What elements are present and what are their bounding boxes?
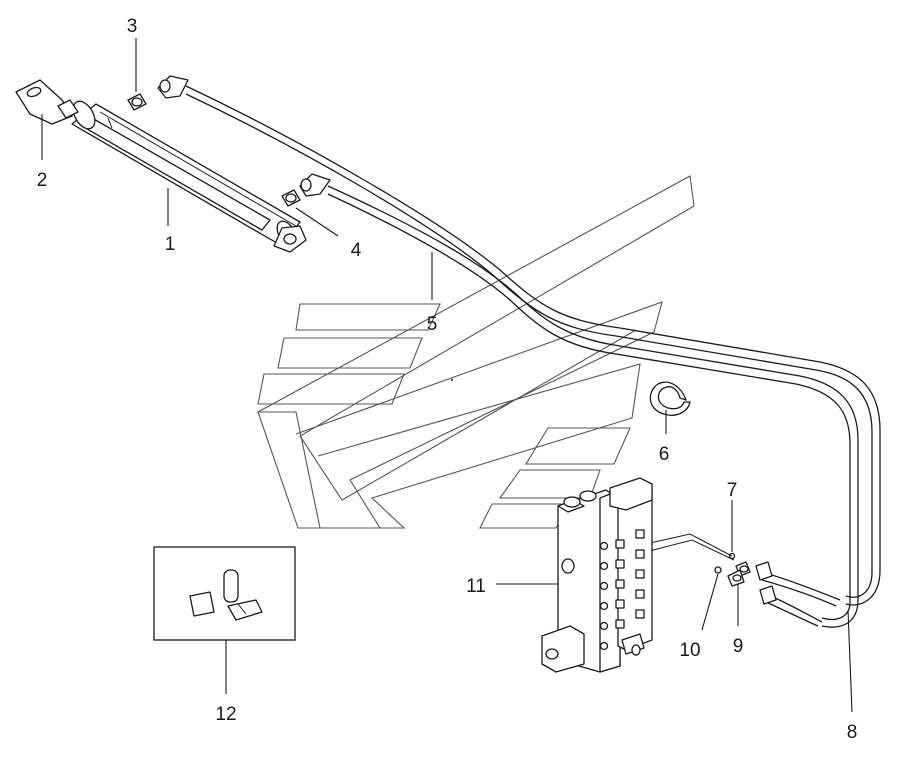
callout-2: 2: [37, 170, 48, 191]
callout-3: 3: [127, 16, 138, 37]
valve-ports: [599, 529, 645, 651]
leader-lines: [41, 38, 853, 713]
hydraulic-hoses: [157, 75, 881, 628]
callout-1: 1: [165, 234, 176, 255]
hose-end-fittings: [627, 533, 777, 605]
callout-9: 9: [733, 636, 744, 657]
callout-11: 11: [466, 576, 486, 597]
callout-8: 8: [847, 722, 858, 743]
control-valve-block: [541, 477, 653, 673]
fitting-4: [281, 189, 301, 207]
callout-5: 5: [427, 314, 438, 335]
adapter-10: [714, 552, 736, 574]
seal-kit-box: [153, 546, 296, 641]
callout-10: 10: [679, 640, 700, 661]
hydraulic-cylinder: [71, 100, 307, 253]
callout-7: 7: [727, 480, 738, 501]
callout-12: 12: [215, 704, 236, 725]
snap-ring: [649, 381, 691, 416]
fitting-3: [127, 93, 147, 111]
rod-end-clevis: [15, 79, 79, 125]
callout-labels: 1 2 3 4 5 6 7 8 9 10 11 12: [37, 16, 858, 743]
callout-6: 6: [659, 444, 670, 465]
callout-4: 4: [351, 240, 362, 261]
adapter-9: [727, 569, 745, 587]
watermark-logo: [257, 175, 695, 529]
